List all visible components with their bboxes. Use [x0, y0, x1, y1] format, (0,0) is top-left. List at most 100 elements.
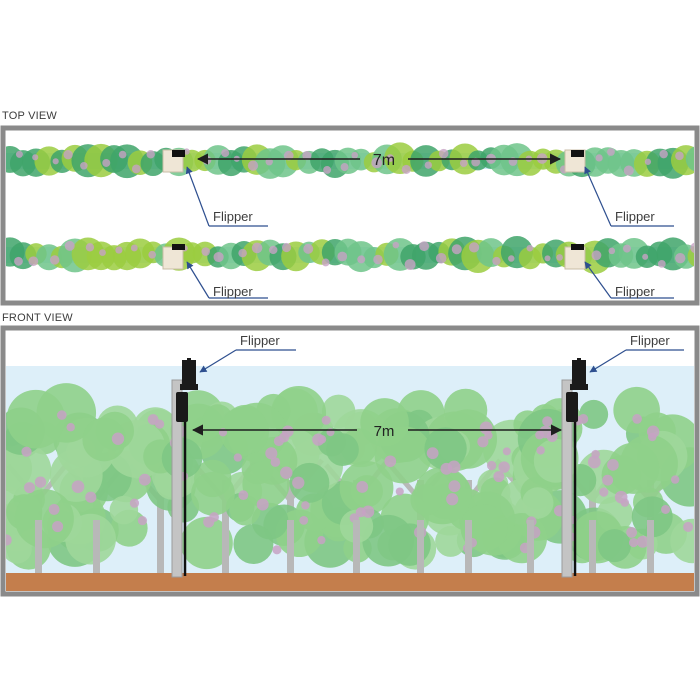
fruit-dot — [468, 242, 480, 253]
fruit-dot — [146, 150, 155, 159]
fruit-dot — [486, 460, 497, 471]
fruit-dot — [459, 159, 468, 168]
fruit-dot — [526, 244, 534, 252]
fruit-dot — [48, 503, 60, 515]
canopy-blob — [410, 484, 442, 516]
flipper-label: Flipper — [213, 284, 253, 299]
fruit-dot — [424, 161, 433, 169]
canopy-blob — [191, 471, 235, 516]
tree-trunk — [527, 520, 534, 575]
flipper-callout: Flipper — [199, 333, 296, 373]
tree-trunk — [647, 520, 654, 575]
fruit-dot — [49, 255, 60, 265]
canopy-blob — [242, 460, 290, 508]
fruit-dot — [493, 471, 505, 483]
canopy-blob — [597, 529, 631, 563]
fruit-dot — [419, 241, 430, 252]
fruit-dot — [131, 164, 141, 174]
canopy-blob — [233, 524, 274, 565]
fruit-dot — [384, 455, 397, 468]
fruit-dot — [626, 527, 637, 538]
fruit-dot — [484, 431, 493, 440]
flipper-label: Flipper — [213, 209, 253, 224]
fruit-dot — [602, 474, 614, 486]
fruit-dot — [265, 158, 273, 166]
fruit-dot — [607, 148, 615, 156]
canopy-blob — [607, 442, 660, 494]
fruit-dot — [138, 473, 151, 486]
top-view-panel: 7m Flipper Flipper Flipper Flipper — [0, 125, 700, 306]
fruit-dot — [386, 154, 395, 162]
fruit-dot — [536, 446, 545, 455]
fruit-dot — [147, 414, 159, 425]
fruit-dot — [622, 244, 631, 253]
fruit-dot — [66, 423, 75, 432]
flipper-label: Flipper — [630, 333, 670, 348]
fruit-dot — [292, 476, 305, 489]
canopy-blob — [435, 526, 466, 557]
fruit-dot — [648, 432, 657, 442]
fruit-dot — [587, 455, 601, 469]
fruit-dot — [675, 252, 686, 264]
fruit-dot — [340, 163, 349, 172]
fruit-dot — [542, 416, 553, 427]
fruit-dot — [301, 501, 310, 510]
fruit-dot — [591, 250, 602, 261]
fruit-dot — [247, 160, 259, 171]
fruit-dot — [373, 254, 383, 265]
fruit-dot — [238, 490, 249, 501]
fruit-dot — [137, 515, 148, 526]
canopy-blob — [350, 475, 383, 508]
fruit-dot — [115, 246, 123, 254]
distance-label-top: 7m — [373, 152, 395, 169]
fruit-dot — [281, 242, 292, 253]
flipper-label: Flipper — [240, 333, 280, 348]
orchard-trees — [6, 383, 694, 575]
fruit-dot — [270, 457, 281, 467]
fruit-dot — [6, 534, 12, 546]
fruit-dot — [256, 498, 269, 511]
fruit-dot — [272, 545, 282, 555]
fruit-dot — [392, 241, 400, 249]
fruit-dot — [614, 490, 628, 504]
fruit-dot — [118, 150, 127, 159]
fruit-dot — [661, 504, 671, 514]
canopy-blob — [685, 146, 694, 172]
fruit-dot — [202, 155, 212, 165]
fruit-dot — [608, 247, 616, 255]
fruit-dot — [63, 150, 73, 160]
front-view-heading: FRONT VIEW — [2, 312, 73, 324]
fruit-dot — [303, 243, 314, 254]
fruit-dot — [57, 410, 67, 420]
fruit-dot — [283, 150, 294, 161]
fruit-dot — [265, 447, 278, 460]
flipper-label: Flipper — [615, 284, 655, 299]
canopy-blob — [522, 487, 554, 519]
canopy-blob — [6, 534, 32, 564]
fruit-dot — [111, 432, 125, 445]
flipper-callout: Flipper — [185, 166, 268, 227]
fruit-dot — [203, 516, 215, 528]
fruit-dot — [321, 415, 331, 425]
fruit-dot — [670, 475, 680, 484]
fruit-dot — [337, 251, 348, 262]
fruit-dot — [636, 535, 649, 548]
fruit-dot — [213, 251, 224, 263]
fruit-dot — [28, 256, 39, 267]
fruit-dot — [251, 242, 263, 254]
flipper-callout: Flipper — [584, 166, 674, 227]
fruit-dot — [85, 243, 95, 252]
canopy-blob — [613, 386, 660, 434]
soil-strip — [6, 573, 694, 591]
fruit-dot — [357, 255, 366, 264]
fruit-dot — [644, 158, 652, 165]
fruit-dot — [657, 260, 666, 268]
fruit-dot — [148, 250, 157, 259]
fruit-dot — [129, 498, 140, 508]
fruit-dot — [502, 447, 511, 456]
fruit-dot — [544, 255, 551, 262]
flipper-callout: Flipper — [589, 333, 684, 373]
fruit-dot — [404, 259, 416, 271]
fruit-dot — [395, 487, 404, 496]
fruit-dot — [471, 157, 481, 167]
